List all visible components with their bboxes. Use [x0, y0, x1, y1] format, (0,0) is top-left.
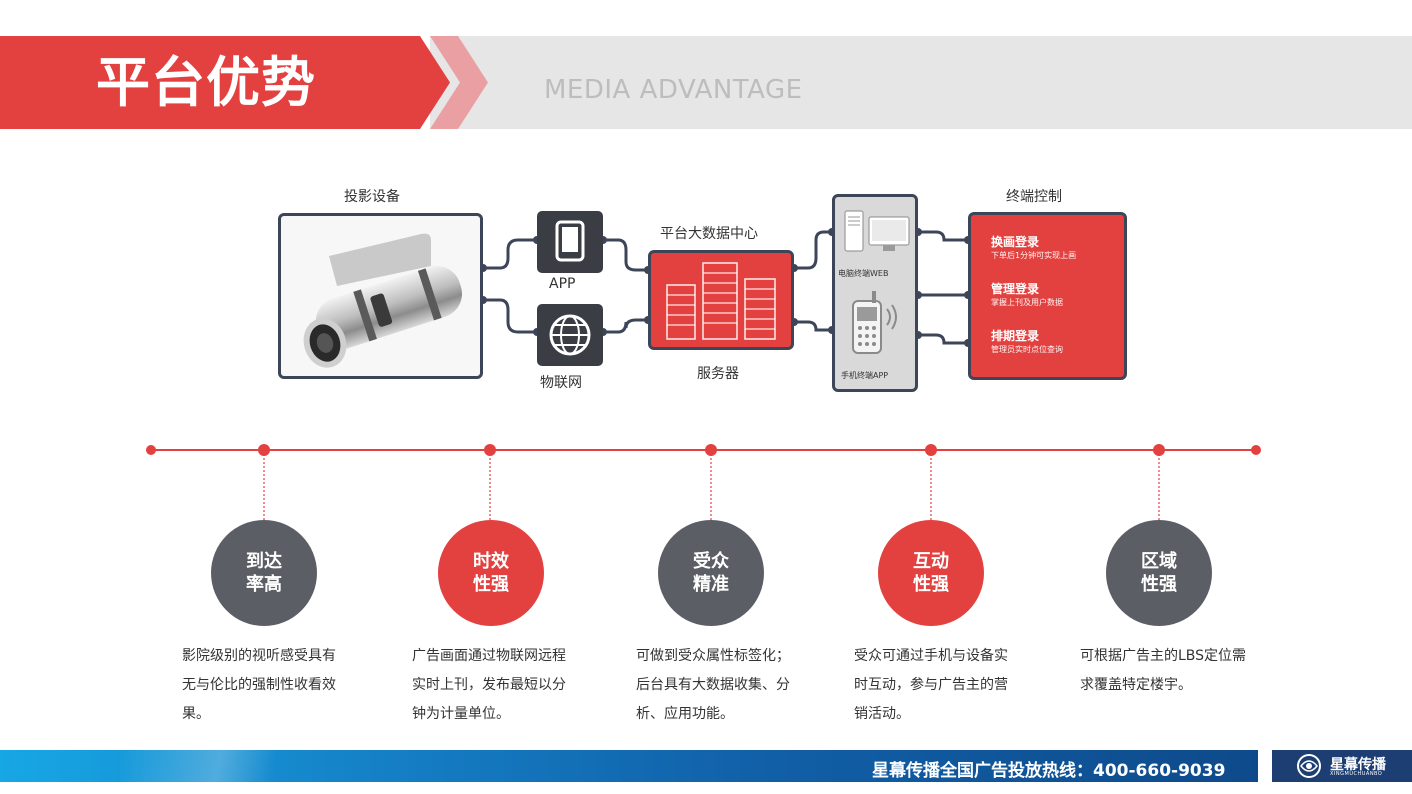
control-item-title: 换画登录	[991, 235, 1040, 249]
brand-logo-box	[1272, 750, 1412, 782]
advantage-title-line: 精准	[693, 574, 729, 595]
advantage-circle-audience: 受众 精准	[658, 520, 764, 626]
desc-line: 求覆盖特定楼宇。	[1080, 677, 1192, 693]
server-caption: 服务器	[697, 366, 739, 382]
globe-icon	[549, 314, 591, 356]
advantage-desc-interaction: 受众可通过手机与设备实 时互动，参与广告主的营 销活动。	[854, 642, 1034, 729]
desc-line: 钟为计量单位。	[412, 706, 510, 722]
projector-device-icon	[303, 233, 463, 368]
advantage-title-line: 性强	[1141, 574, 1177, 595]
advantage-desc-audience: 可做到受众属性标签化； 后台具有大数据收集、分 析、应用功能。	[636, 642, 816, 729]
brand-pinyin: XINGMUCHUANBO	[1330, 771, 1383, 777]
server-panel	[648, 250, 794, 350]
desc-line: 时互动，参与广告主的营	[854, 677, 1008, 693]
advantage-circle-reach: 到达 率高	[211, 520, 317, 626]
desc-line: 后台具有大数据收集、分	[636, 677, 790, 693]
advantage-title-line: 性强	[473, 574, 509, 595]
advantage-desc-reach: 影院级别的视听感受具有 无与伦比的强制性收看效 果。	[182, 642, 362, 729]
advantage-title-line: 受众	[693, 551, 729, 572]
desc-line: 可根据广告主的LBS定位需	[1080, 648, 1247, 664]
advantage-title-line: 时效	[473, 551, 509, 572]
brand-name: 星幕传播	[1330, 757, 1386, 773]
tablet-icon	[555, 220, 585, 262]
server-rack-icon	[666, 262, 776, 340]
advantage-title-line: 性强	[913, 574, 949, 595]
desc-line: 影院级别的视听感受具有	[182, 648, 336, 664]
page-title: 平台优势	[96, 51, 316, 114]
advantage-circle-interaction: 互动 性强	[878, 520, 984, 626]
desc-line: 可做到受众属性标签化；	[636, 648, 790, 664]
devices-icon	[844, 210, 910, 354]
projector-panel	[278, 213, 483, 379]
control-item-desc: 管理员实时点位查询	[991, 345, 1063, 354]
advantage-desc-timeliness: 广告画面通过物联网远程 实时上刊，发布最短以分 钟为计量单位。	[412, 642, 592, 729]
terminal-panel	[832, 194, 918, 392]
datacenter-caption: 平台大数据中心	[660, 226, 758, 242]
advantage-title-line: 到达	[246, 551, 282, 572]
header-band	[430, 36, 1412, 129]
desc-line: 受众可通过手机与设备实	[854, 648, 1008, 664]
control-item-title: 管理登录	[991, 282, 1040, 296]
control-item-desc: 下单后1分钟可实现上画	[991, 251, 1077, 260]
terminal-control-panel: 换画登录 下单后1分钟可实现上画 管理登录 掌握上刊及用户数据 排期登录 管理员…	[968, 212, 1127, 380]
mobile-terminal-label: 手机终端APP	[841, 371, 889, 380]
control-item-schedule: 排期登录 管理员实时点位查询	[991, 329, 1063, 355]
timeline-axis	[146, 444, 1261, 522]
projector-caption: 投影设备	[344, 189, 400, 205]
advantage-circle-timeliness: 时效 性强	[438, 520, 544, 626]
footer-hotline: 星幕传播全国广告投放热线：400-660-9039	[872, 761, 1226, 781]
app-caption: APP	[549, 276, 576, 292]
advantage-title-line: 率高	[246, 574, 282, 595]
advantage-circle-region: 区域 性强	[1106, 520, 1212, 626]
app-tile	[537, 211, 603, 273]
desc-line: 果。	[182, 706, 210, 722]
page-subtitle: MEDIA ADVANTAGE	[544, 75, 803, 105]
terminal-control-caption: 终端控制	[1006, 189, 1062, 205]
advantage-title-line: 互动	[913, 551, 949, 572]
control-item-desc: 掌握上刊及用户数据	[991, 298, 1063, 307]
pc-terminal-label: 电脑终端WEB	[838, 269, 889, 278]
header-title-banner	[0, 36, 450, 129]
control-item-management: 管理登录 掌握上刊及用户数据	[991, 282, 1063, 308]
control-item-title: 排期登录	[991, 329, 1040, 343]
iot-caption: 物联网	[540, 375, 582, 391]
desc-line: 析、应用功能。	[636, 706, 734, 722]
brand-emblem-icon	[1297, 754, 1321, 778]
advantage-title-line: 区域	[1141, 551, 1177, 572]
iot-tile	[537, 304, 603, 366]
advantage-desc-region: 可根据广告主的LBS定位需 求覆盖特定楼宇。	[1080, 642, 1270, 700]
desc-line: 实时上刊，发布最短以分	[412, 677, 566, 693]
desc-line: 广告画面通过物联网远程	[412, 648, 566, 664]
desc-line: 销活动。	[854, 706, 910, 722]
footer-bar	[0, 750, 1258, 782]
footer-highlight	[120, 750, 340, 782]
control-item-change-ad: 换画登录 下单后1分钟可实现上画	[991, 235, 1076, 261]
desc-line: 无与伦比的强制性收看效	[182, 677, 336, 693]
